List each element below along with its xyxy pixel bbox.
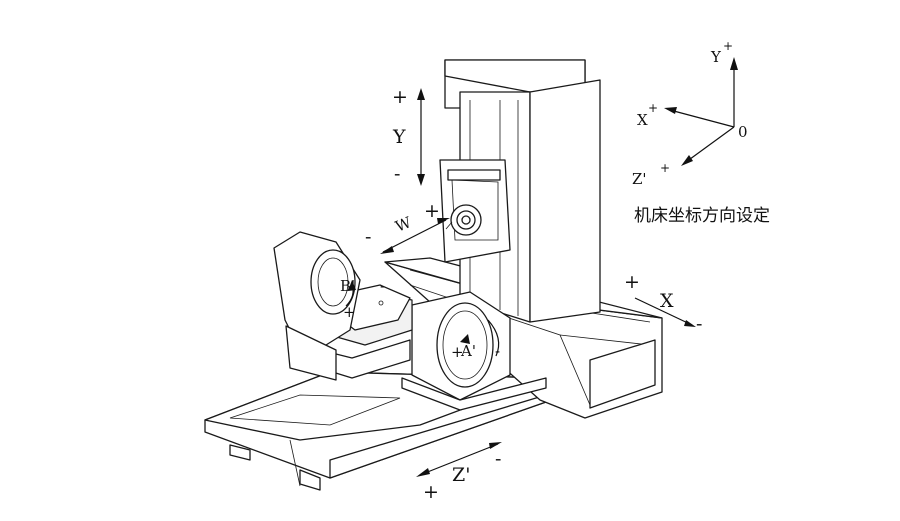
column <box>444 59 601 323</box>
x-plus-sign: + <box>624 271 640 293</box>
triad-y-sup: + <box>723 39 733 53</box>
triad-x-sup: + <box>648 101 658 115</box>
w-plus-sign: + <box>424 200 440 222</box>
triad-x-label: X <box>637 111 648 129</box>
axis-labels: + Y - - W + + X - + Z' - B' - + + A' - <box>340 86 702 503</box>
y-minus-sign: - <box>394 163 400 185</box>
a-minus-sign: - <box>495 342 500 360</box>
bed <box>204 371 547 491</box>
axis-arrows <box>345 88 696 477</box>
z-minus-sign: - <box>495 448 501 470</box>
triad-z-label: Z' <box>632 170 647 188</box>
headstock <box>439 159 511 263</box>
b-minus-sign: - <box>380 277 385 295</box>
z-axis-label: Z' <box>452 464 470 486</box>
triad-z-sup: + <box>660 161 670 175</box>
w-minus-sign: - <box>365 226 371 248</box>
diagram-caption: 机床坐标方向设定 <box>634 206 770 226</box>
y-axis-label: Y <box>392 126 406 148</box>
b-plus-sign: + <box>343 303 356 321</box>
coordinate-triad: Y + X + Z' + 0 <box>632 39 748 188</box>
x-minus-sign: - <box>696 313 702 335</box>
a-axis-label: A' <box>460 342 476 360</box>
a-plus-sign: + <box>451 343 464 361</box>
triad-y-label: Y <box>710 48 722 66</box>
b-axis-label: B' <box>340 277 355 295</box>
x-axis-label: X <box>660 290 674 312</box>
rotary-unit-left <box>273 231 361 381</box>
y-plus-sign: + <box>392 86 408 108</box>
w-axis-label: W <box>393 213 415 236</box>
triad-origin: 0 <box>738 123 748 141</box>
rotary-unit-a <box>401 291 547 411</box>
z-plus-sign: + <box>423 481 439 503</box>
